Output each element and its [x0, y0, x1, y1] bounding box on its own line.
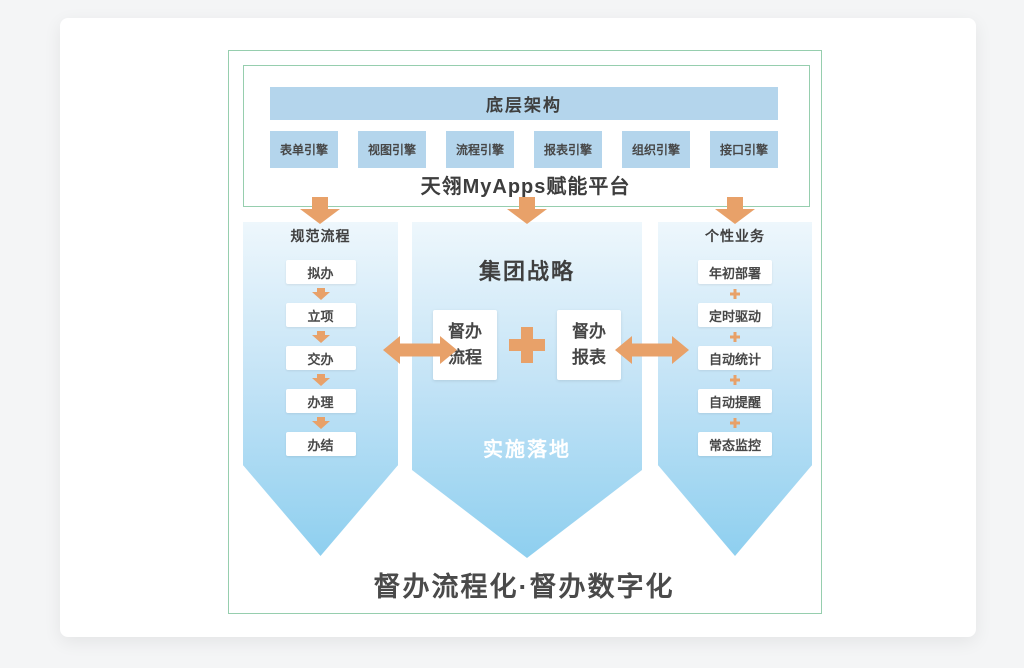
box-line: 督办: [572, 321, 606, 341]
small-plus-icon: [730, 374, 740, 385]
step-connector: [311, 370, 330, 389]
double-arrow-icon: [615, 336, 689, 364]
step-box: 办理: [285, 389, 356, 413]
implementation-label: 实施落地: [483, 439, 571, 461]
step-box: 拟办: [285, 260, 356, 284]
step-box: 立项: [285, 303, 356, 327]
architecture-header: 底层架构: [270, 87, 778, 120]
small-plus-icon: [730, 331, 740, 342]
step-box: 年初部署: [698, 260, 772, 284]
small-down-arrow-icon: [311, 373, 330, 386]
engine-box-view: 视图引擎: [358, 131, 426, 168]
engine-box-org: 组织引擎: [622, 131, 690, 168]
step-connector: [730, 284, 740, 303]
diagram-outer-frame: [228, 50, 822, 614]
box-line: 流程: [448, 348, 482, 367]
step-connector: [311, 327, 330, 346]
small-down-arrow-icon: [311, 287, 330, 300]
step-connector: [730, 413, 740, 432]
step-connector: [730, 370, 740, 389]
small-down-arrow-icon: [311, 330, 330, 343]
box-line: 报表: [572, 348, 606, 367]
step-connector: [730, 327, 740, 346]
group-strategy-title: 集团战略: [478, 259, 575, 284]
strategy-boxes-row: 督办 流程 督办 报表: [433, 310, 621, 380]
down-arrow-icon: [300, 197, 340, 224]
engine-row: 表单引擎 视图引擎 流程引擎 报表引擎 组织引擎 接口引擎: [270, 131, 778, 168]
small-down-arrow-icon: [311, 416, 330, 429]
small-plus-icon: [730, 288, 740, 299]
step-box: 定时驱动: [698, 303, 772, 327]
double-arrow-icon: [383, 336, 457, 364]
step-connector: [311, 413, 330, 432]
down-arrow-icon: [715, 197, 755, 224]
step-box: 自动提醒: [698, 389, 772, 413]
engine-box-report: 报表引擎: [534, 131, 602, 168]
funnel-title: 个性业务: [705, 228, 765, 244]
step-box: 交办: [285, 346, 356, 370]
step-box: 常态监控: [698, 432, 772, 456]
funnel-title: 规范流程: [290, 228, 351, 244]
step-box: 自动统计: [698, 346, 772, 370]
step-box: 办结: [285, 432, 356, 456]
supervision-report-box: 督办 报表: [557, 310, 621, 380]
plus-icon: [509, 327, 545, 363]
platform-name: 天翎MyApps赋能平台: [420, 175, 631, 198]
content-card: 底层架构 表单引擎 视图引擎 流程引擎 报表引擎 组织引擎 接口引擎 天翎MyA…: [60, 18, 976, 637]
step-connector: [311, 284, 330, 303]
engine-box-process: 流程引擎: [446, 131, 514, 168]
box-line: 督办: [448, 321, 482, 341]
engine-box-form: 表单引擎: [270, 131, 338, 168]
down-arrow-icon: [507, 197, 547, 224]
bottom-title: 督办流程化·督办数字化: [373, 571, 675, 602]
small-plus-icon: [730, 417, 740, 428]
engine-box-api: 接口引擎: [710, 131, 778, 168]
